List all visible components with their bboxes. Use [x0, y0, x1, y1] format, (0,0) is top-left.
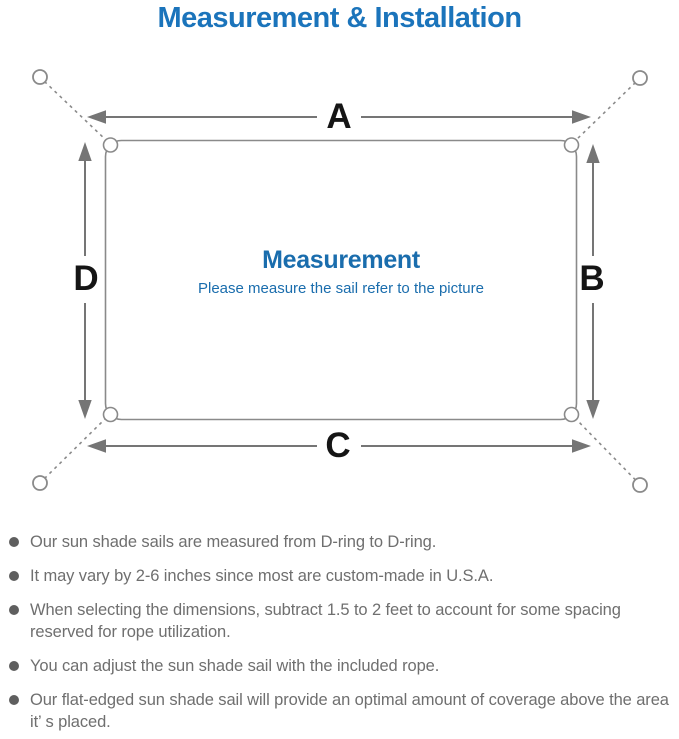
dimension-arrow-a: A — [87, 97, 591, 136]
bullet-icon — [9, 571, 19, 581]
arrowhead-up-icon — [78, 142, 92, 161]
note-text: Our sun shade sails are measured from D-… — [30, 533, 437, 551]
dimension-label-d: D — [73, 259, 98, 298]
arrowhead-up-icon — [586, 144, 600, 163]
anchor-point-top-left — [32, 69, 48, 85]
arrowhead-down-icon — [78, 400, 92, 419]
notes-list: Our sun shade sails are measured from D-… — [0, 531, 672, 739]
d-rings — [102, 137, 580, 423]
d-ring-bottom-right — [563, 406, 580, 423]
note-text: You can adjust the sun shade sail with t… — [30, 657, 440, 675]
dimension-arrow-b: B — [579, 144, 605, 419]
note-item: When selecting the dimensions, subtract … — [0, 599, 672, 643]
dimension-label-c: C — [325, 426, 350, 465]
arrowhead-down-icon — [586, 400, 600, 419]
arrowhead-left-icon — [87, 110, 106, 124]
dimension-label-a: A — [326, 97, 351, 136]
bullet-icon — [9, 695, 19, 705]
anchor-point-top-right — [632, 70, 648, 86]
anchor-point-bottom-right — [632, 477, 648, 493]
rope-line-bottom-right — [574, 417, 637, 481]
bullet-icon — [9, 605, 19, 615]
sail-measurement-diagram: A C D B — [32, 69, 648, 493]
note-item: It may vary by 2-6 inches since most are… — [0, 565, 672, 587]
note-text: When selecting the dimensions, subtract … — [30, 601, 621, 641]
d-ring-top-left — [102, 137, 119, 153]
rope-line-bottom-left — [43, 416, 108, 480]
arrowhead-left-icon — [87, 439, 106, 453]
d-ring-top-right — [563, 137, 580, 153]
bullet-icon — [9, 661, 19, 671]
rope-line-top-right — [574, 81, 637, 142]
dimension-arrow-c: C — [87, 426, 591, 465]
page-title: Measurement & Installation — [157, 2, 522, 34]
anchor-point-bottom-left — [32, 475, 48, 491]
d-ring-bottom-left — [102, 406, 119, 423]
bullet-icon — [9, 537, 19, 547]
note-text: It may vary by 2-6 inches since most are… — [30, 567, 494, 585]
arrowhead-right-icon — [572, 110, 591, 124]
note-item: You can adjust the sun shade sail with t… — [0, 655, 672, 677]
dimension-label-b: B — [579, 259, 604, 298]
sail-outline — [104, 139, 578, 421]
rope-line-top-left — [43, 80, 108, 142]
dimension-arrow-d: D — [73, 142, 99, 419]
anchor-points — [32, 69, 648, 493]
arrowhead-right-icon — [572, 439, 591, 453]
note-item: Our flat-edged sun shade sail will provi… — [0, 689, 672, 733]
note-item: Our sun shade sails are measured from D-… — [0, 531, 672, 553]
rope-dashed-lines — [43, 80, 637, 481]
note-text: Our flat-edged sun shade sail will provi… — [30, 691, 669, 731]
